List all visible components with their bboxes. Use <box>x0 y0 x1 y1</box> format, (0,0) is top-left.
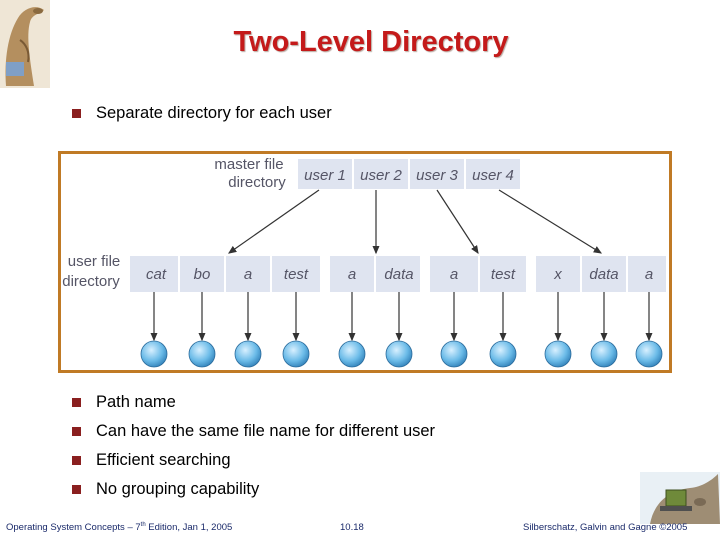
master-cell <box>410 159 464 189</box>
file-cell <box>628 256 666 292</box>
dinosaur-illustration-top <box>0 0 50 88</box>
file-cell <box>180 256 224 292</box>
file-nodes <box>140 340 663 368</box>
master-cell-label: user 2 <box>360 167 402 184</box>
file-name: test <box>491 266 516 283</box>
footer-book-title: Operating System Concepts – 7th Edition,… <box>6 522 232 533</box>
file-node <box>635 340 663 368</box>
bullet-text: No grouping capability <box>96 480 260 498</box>
bullet-square-icon <box>72 398 81 407</box>
file-cell <box>376 256 420 292</box>
user-directory-1: cat bo a test <box>130 256 320 292</box>
bullet-item: Can have the same file name for differen… <box>72 422 435 441</box>
file-node <box>590 340 618 368</box>
bullet-square-icon <box>72 427 81 436</box>
file-name: test <box>284 266 309 283</box>
file-cell <box>536 256 580 292</box>
arrow-user4 <box>498 189 603 254</box>
bullet-square-icon <box>72 109 81 118</box>
file-name: a <box>348 266 356 283</box>
file-cell <box>480 256 526 292</box>
user-directory-2: a data <box>330 256 420 292</box>
file-node <box>234 340 262 368</box>
master-cell-label: user 1 <box>304 167 346 184</box>
file-name: a <box>645 266 653 283</box>
footer-page-number: 10.18 <box>340 522 364 533</box>
bullet-item: No grouping capability <box>72 480 259 499</box>
file-name: x <box>553 266 562 283</box>
file-cell <box>430 256 478 292</box>
slide-title: Two-Level Directory <box>233 26 509 58</box>
user-directory-label: directory <box>62 273 120 290</box>
master-cell <box>298 159 352 189</box>
diagram-svg: master file directory user 1 user 2 user… <box>62 156 666 368</box>
file-node <box>338 340 366 368</box>
file-name: data <box>589 266 618 283</box>
master-directory-row: user 1 user 2 user 3 user 4 <box>298 159 520 189</box>
file-cell <box>272 256 320 292</box>
bullet-item: Efficient searching <box>72 451 231 470</box>
file-node <box>385 340 413 368</box>
file-node <box>188 340 216 368</box>
user-directory-3: a test <box>430 256 526 292</box>
master-directory-label: master file <box>214 156 283 173</box>
file-name: data <box>384 266 413 283</box>
bullet-item: Path name <box>72 393 176 412</box>
bullet-square-icon <box>72 456 81 465</box>
bullet-square-icon <box>72 485 81 494</box>
user-directory-label: user file <box>68 253 121 270</box>
master-cell <box>354 159 408 189</box>
file-node <box>440 340 468 368</box>
file-node <box>282 340 310 368</box>
arrow-user1 <box>228 189 320 254</box>
bullet-text: Can have the same file name for differen… <box>96 422 436 440</box>
master-cell-label: user 4 <box>472 167 514 184</box>
master-arrows <box>228 189 603 255</box>
user-directory-4: x data a <box>536 256 666 292</box>
file-node <box>489 340 517 368</box>
bullet-item: Separate directory for each user <box>72 104 332 123</box>
bullet-text: Separate directory for each user <box>96 104 332 122</box>
master-directory-label: directory <box>228 174 286 191</box>
footer-book-title-suffix: Edition, Jan 1, 2005 <box>145 522 233 534</box>
file-cell <box>226 256 270 292</box>
file-cell <box>330 256 374 292</box>
footer-book-title-sup: th <box>140 522 146 528</box>
file-cell <box>130 256 178 292</box>
two-level-directory-diagram: master file directory user 1 user 2 user… <box>58 151 672 373</box>
master-cell <box>466 159 520 189</box>
bullet-text: Path name <box>96 393 176 411</box>
dinosaur-illustration-bottom <box>640 472 720 524</box>
file-name: bo <box>194 266 211 283</box>
file-node <box>544 340 572 368</box>
file-name: a <box>244 266 252 283</box>
file-node <box>140 340 168 368</box>
master-cell-label: user 3 <box>416 167 458 184</box>
arrow-user3 <box>436 189 479 255</box>
file-arrows <box>150 292 653 342</box>
footer-copyright: Silberschatz, Galvin and Gagne ©2005 <box>523 522 688 533</box>
footer-book-title-prefix: Operating System Concepts – 7 <box>6 522 141 534</box>
file-name: a <box>450 266 458 283</box>
file-name: cat <box>146 266 167 283</box>
file-cell <box>582 256 626 292</box>
bullet-text: Efficient searching <box>96 451 231 469</box>
